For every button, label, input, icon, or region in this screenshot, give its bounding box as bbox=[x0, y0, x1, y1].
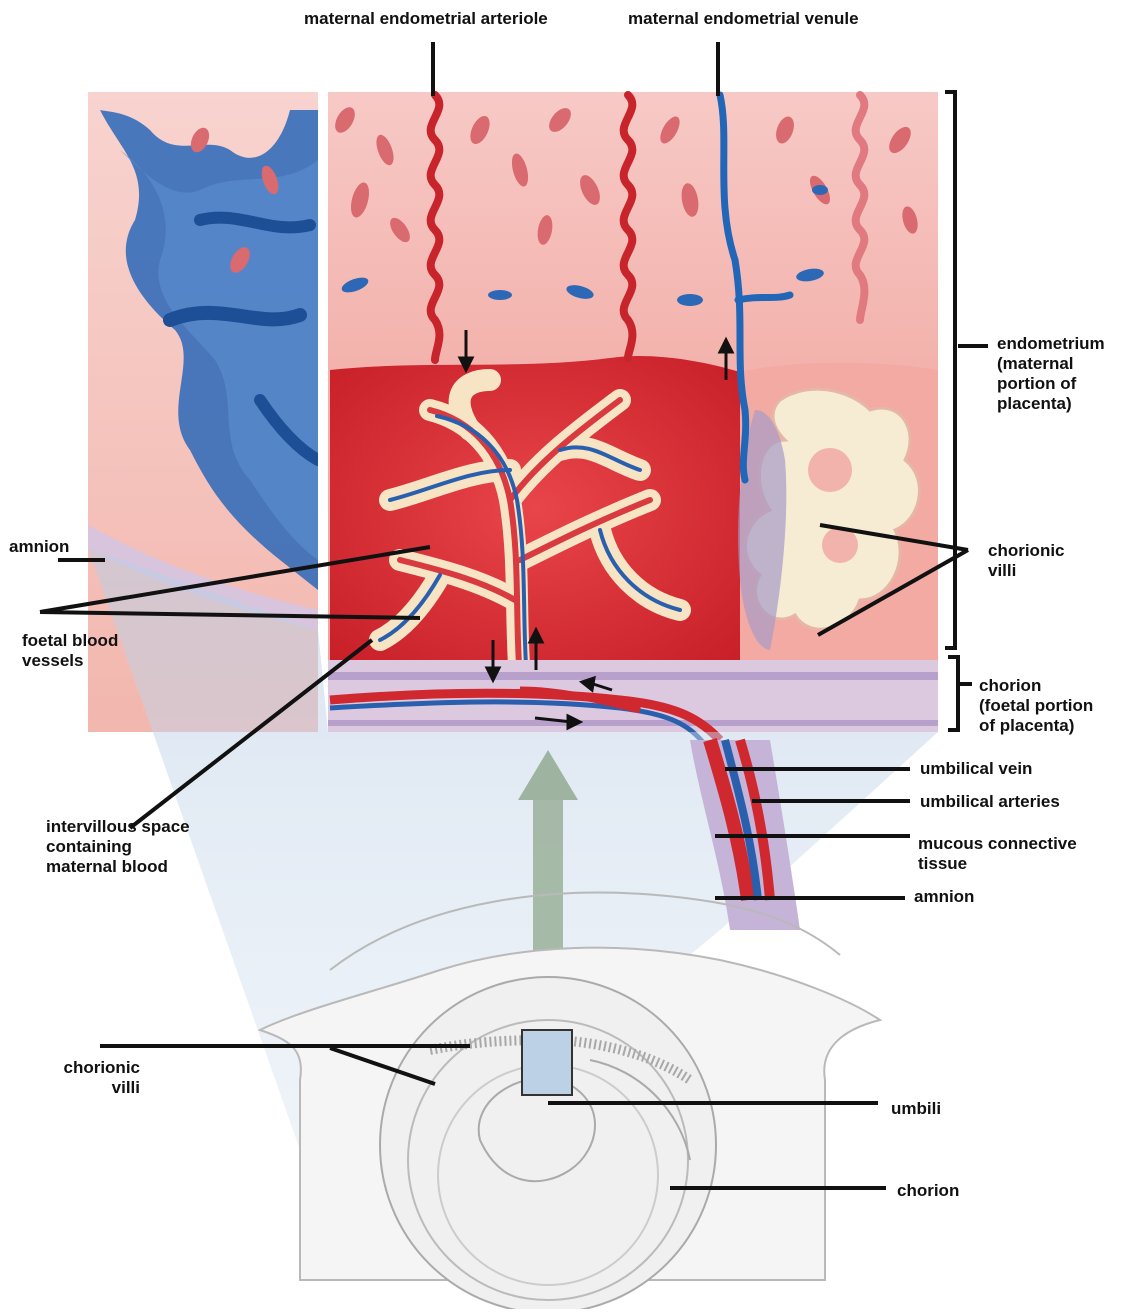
label-chorion-foetal: chorion (foetal portion of placenta) bbox=[979, 676, 1093, 736]
label-amnion-lower: amnion bbox=[914, 887, 974, 907]
label-maternal-endometrial-venule: maternal endometrial venule bbox=[628, 9, 859, 29]
magnified-region-box bbox=[522, 1030, 572, 1095]
label-umbilical-arteries: umbilical arteries bbox=[920, 792, 1060, 812]
label-intervillous-space: intervillous space containing maternal b… bbox=[46, 817, 190, 877]
label-chorionic-villi-lower: chorionic villi bbox=[48, 1058, 140, 1098]
label-umbilical-vein: umbilical vein bbox=[920, 759, 1032, 779]
label-endometrium: endometrium (maternal portion of placent… bbox=[997, 334, 1105, 414]
label-umbili: umbili bbox=[891, 1099, 941, 1119]
label-amnion-left: amnion bbox=[9, 537, 69, 557]
label-chorionic-villi-right: chorionic villi bbox=[988, 541, 1065, 581]
label-chorion-lower: chorion bbox=[897, 1181, 959, 1201]
label-foetal-blood-vessels: foetal blood vessels bbox=[22, 631, 118, 671]
panel-divider bbox=[318, 92, 328, 732]
label-mucous-connective-tissue: mucous connective tissue bbox=[918, 834, 1077, 874]
label-maternal-endometrial-arteriole: maternal endometrial arteriole bbox=[304, 9, 548, 29]
